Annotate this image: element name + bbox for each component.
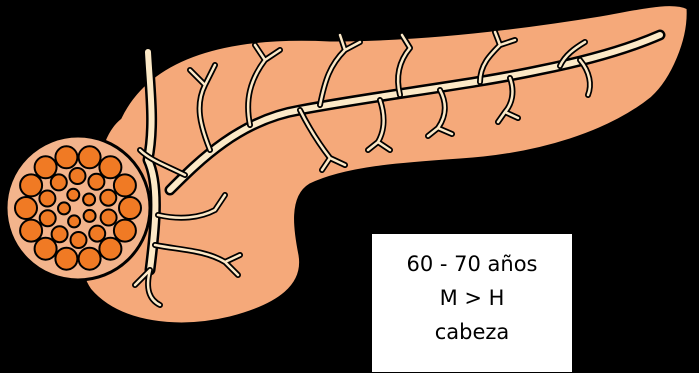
tumor-nodule [71, 232, 87, 248]
tumor-nodule [83, 194, 95, 206]
tumor-nodule [40, 210, 56, 226]
tumor-nodule [35, 238, 57, 260]
tumor-nodule [101, 210, 117, 226]
tumor-nodule [20, 174, 42, 196]
tumor-nodule [51, 174, 67, 190]
tumor-nodule [84, 210, 96, 222]
location-label: cabeza [372, 322, 572, 343]
tumor-nodule [55, 146, 77, 168]
tumor-nodule [58, 202, 70, 214]
tumor-nodule [20, 220, 42, 242]
tumor-nodule [89, 226, 105, 242]
tumor-nodule [39, 191, 55, 207]
sex-ratio-label: M > H [372, 288, 572, 309]
tumor-mass [6, 136, 150, 280]
tumor-nodule [99, 238, 121, 260]
tumor-nodule [67, 189, 79, 201]
tumor-nodule [70, 168, 86, 184]
pancreas-diagram [0, 0, 699, 341]
tumor-nodule [35, 156, 57, 178]
tumor-nodule [79, 146, 101, 168]
tumor-nodule [114, 220, 136, 242]
tumor-nodule [79, 248, 101, 270]
tumor-nodule [55, 248, 77, 270]
tumor-nodule [100, 190, 116, 206]
tumor-nodule [88, 174, 104, 190]
tumor-nodule [15, 197, 37, 219]
tumor-nodule [68, 215, 80, 227]
tumor-nodule [99, 156, 121, 178]
tumor-nodule [52, 226, 68, 242]
info-box: 60 - 70 años M > H cabeza [371, 233, 573, 373]
tumor-nodule [114, 174, 136, 196]
tumor-nodule [119, 197, 141, 219]
age-range-label: 60 - 70 años [372, 254, 572, 275]
